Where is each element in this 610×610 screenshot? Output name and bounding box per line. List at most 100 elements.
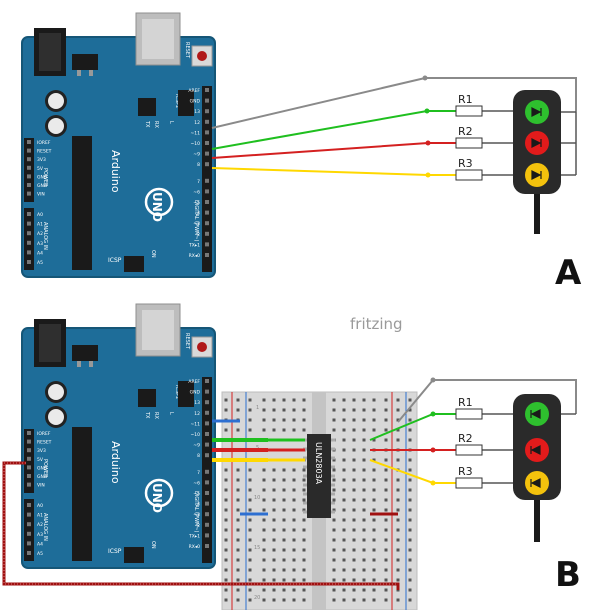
breadboard-hole bbox=[262, 428, 266, 432]
breadboard-hole bbox=[352, 478, 356, 482]
breadboard-hole bbox=[262, 408, 266, 412]
breadboard-hole bbox=[352, 448, 356, 452]
analog-pin-label: A4 bbox=[37, 250, 43, 256]
breadboard-hole bbox=[342, 578, 346, 582]
breadboard-hole bbox=[302, 418, 306, 422]
breadboard-hole bbox=[372, 598, 376, 602]
header-pin bbox=[205, 253, 209, 257]
breadboard-hole bbox=[282, 488, 286, 492]
breadboard-hole bbox=[282, 468, 286, 472]
breadboard-hole bbox=[224, 528, 228, 532]
breadboard-hole bbox=[236, 498, 240, 502]
digital-pin-label: ~6 bbox=[193, 189, 200, 195]
breadboard-hole bbox=[372, 418, 376, 422]
breadboard-hole bbox=[408, 508, 412, 512]
chip-label: ULN2803A bbox=[314, 442, 323, 485]
breadboard-hole bbox=[248, 488, 252, 492]
breadboard-hole bbox=[292, 528, 296, 532]
analog-pin-label: A5 bbox=[37, 260, 43, 266]
power-label-b: POWER bbox=[42, 459, 48, 478]
arduino-board-a: RESET ICSP2 TX RX L Arduino UNO ICSP bbox=[21, 12, 216, 278]
icsp-label-b: ICSP bbox=[108, 548, 122, 555]
breadboard-hole bbox=[292, 478, 296, 482]
analog-pin-label: A0 bbox=[37, 503, 43, 509]
header-pin bbox=[205, 432, 209, 436]
breadboard-hole bbox=[292, 498, 296, 502]
on-label-a: ON bbox=[150, 250, 156, 258]
panel-label-b: B bbox=[555, 555, 581, 595]
breadboard-hole bbox=[408, 518, 412, 522]
header-pin bbox=[205, 162, 209, 167]
breadboard-hole bbox=[248, 498, 252, 502]
breadboard-hole bbox=[342, 438, 346, 442]
breadboard-hole bbox=[248, 408, 252, 412]
header-pin bbox=[205, 421, 209, 426]
breadboard-hole bbox=[372, 488, 376, 492]
breadboard-hole bbox=[362, 508, 366, 512]
atmega-chip-b bbox=[72, 427, 92, 561]
breadboard-hole bbox=[362, 428, 366, 432]
breadboard-hole bbox=[396, 548, 400, 552]
header-pin bbox=[27, 183, 31, 187]
breadboard-hole bbox=[362, 448, 366, 452]
header-pin bbox=[205, 242, 209, 247]
breadboard-hole bbox=[224, 568, 228, 572]
header-pin bbox=[27, 522, 31, 527]
digital-pin-label: 7 bbox=[197, 179, 200, 185]
analog-pin-label: A3 bbox=[37, 532, 43, 538]
header-pin bbox=[27, 191, 31, 196]
breadboard-hole bbox=[302, 428, 306, 432]
breadboard-hole bbox=[292, 548, 296, 552]
breadboard-hole bbox=[352, 428, 356, 432]
breadboard-hole bbox=[408, 488, 412, 492]
breadboard-hole bbox=[352, 558, 356, 562]
breadboard-hole bbox=[372, 478, 376, 482]
breadboard-hole bbox=[372, 588, 376, 592]
breadboard-hole bbox=[248, 558, 252, 562]
breadboard-hole bbox=[224, 558, 228, 562]
header-pin bbox=[27, 221, 31, 226]
chip-leg bbox=[331, 465, 335, 469]
power-pin-label: GND bbox=[37, 474, 48, 480]
analog-pin-label: A0 bbox=[37, 212, 43, 218]
breadboard-hole bbox=[224, 588, 228, 592]
breadboard-hole bbox=[396, 428, 400, 432]
breadboard-hole bbox=[272, 578, 276, 582]
breadboard-hole bbox=[272, 408, 276, 412]
digital-pin-label: AREF bbox=[188, 88, 200, 94]
breadboard-hole bbox=[362, 598, 366, 602]
breadboard-hole bbox=[362, 488, 366, 492]
breadboard-hole bbox=[352, 408, 356, 412]
breadboard-hole bbox=[332, 548, 336, 552]
breadboard-hole bbox=[372, 408, 376, 412]
breadboard-hole bbox=[332, 418, 336, 422]
l-label-a: L bbox=[168, 121, 174, 124]
breadboard-hole bbox=[396, 528, 400, 532]
breadboard-hole bbox=[236, 548, 240, 552]
power-pin-label: GND bbox=[37, 465, 48, 471]
r2-label-b: R2 bbox=[458, 432, 473, 445]
digital-pin-label: 8 bbox=[197, 453, 200, 459]
uno-logo-a: UNO bbox=[150, 192, 164, 222]
resistor-r3-b bbox=[455, 477, 483, 489]
breadboard-hole bbox=[236, 428, 240, 432]
digital-pin-label: ~5 bbox=[193, 200, 200, 206]
breadboard-hole bbox=[352, 438, 356, 442]
breadboard-hole bbox=[262, 568, 266, 572]
breadboard-hole bbox=[342, 548, 346, 552]
icsp2-label-a: ICSP2 bbox=[174, 94, 180, 108]
traffic-light-a bbox=[513, 90, 577, 234]
breadboard-hole bbox=[302, 548, 306, 552]
header-pin bbox=[205, 512, 209, 517]
breadboard-hole bbox=[372, 398, 376, 402]
breadboard-hole bbox=[372, 578, 376, 582]
breadboard-hole bbox=[236, 598, 240, 602]
header-pin bbox=[27, 474, 31, 478]
bb-row-10: 10 bbox=[254, 495, 260, 501]
breadboard-hole bbox=[396, 508, 400, 512]
breadboard-hole bbox=[282, 508, 286, 512]
breadboard-hole bbox=[342, 588, 346, 592]
breadboard-hole bbox=[262, 468, 266, 472]
uno-logo-b: UNO bbox=[150, 483, 164, 513]
digital-pin-label: 2 bbox=[197, 232, 200, 238]
